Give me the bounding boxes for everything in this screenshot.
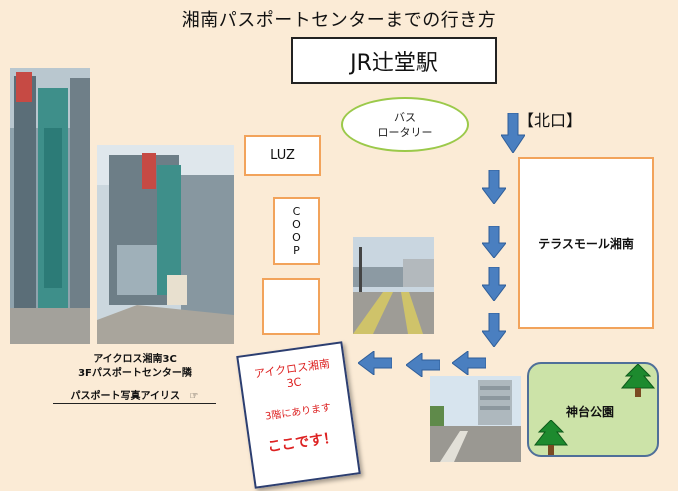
building-photo-left — [10, 68, 90, 344]
arrow-down-icon — [482, 226, 506, 258]
bus-rotary-line2: ロータリー — [377, 125, 433, 139]
street-photo-north — [353, 237, 434, 334]
building-caption-line2: 3Fパスポートセンター隣 — [78, 368, 192, 379]
coop-letter: P — [293, 244, 300, 257]
arrow-down-icon — [482, 170, 506, 204]
shop-name: パスポート写真アイリス ☞ — [53, 387, 216, 404]
arrow-down-icon — [482, 267, 506, 301]
arrow-down-icon — [482, 313, 506, 347]
arrow-left-icon — [452, 351, 486, 375]
pointing-hand-icon: ☞ — [189, 391, 199, 402]
coop-letter: O — [292, 231, 301, 244]
building-photo-right — [97, 145, 234, 344]
bus-rotary-line1: バス — [394, 110, 416, 124]
destination-floor: 3階にあります — [264, 402, 332, 423]
page-title: 湘南パスポートセンターまでの行き方 — [181, 10, 497, 31]
north-exit-label: 【北口】 — [518, 111, 583, 130]
station-box: JR辻堂駅 — [291, 37, 497, 84]
building-caption: アイクロス湘南3C 3Fパスポートセンター隣 — [40, 353, 230, 381]
tree-icon — [620, 364, 656, 398]
building-caption-line1: アイクロス湘南3C — [93, 354, 177, 365]
coop-letter: O — [292, 218, 301, 231]
shop-name-text: パスポート写真アイリス — [70, 391, 181, 402]
arrow-left-icon — [358, 351, 392, 375]
destination-here: ここです！ — [266, 429, 339, 456]
arrow-down-icon — [501, 113, 525, 153]
street-photo-south — [430, 376, 521, 462]
coop-box: C O O P — [273, 197, 320, 265]
blank-building-box — [262, 278, 320, 335]
destination-sign: アイクロス湘南 3C 3階にあります ここです！ — [236, 341, 361, 489]
arrow-left-icon — [406, 353, 440, 377]
luz-box: LUZ — [244, 135, 321, 176]
tree-icon — [533, 420, 569, 456]
terrace-mall-box: テラスモール湘南 — [518, 157, 654, 329]
bus-rotary: バス ロータリー — [341, 97, 469, 152]
coop-letter: C — [292, 205, 301, 218]
park-label: 神台公園 — [566, 405, 615, 419]
